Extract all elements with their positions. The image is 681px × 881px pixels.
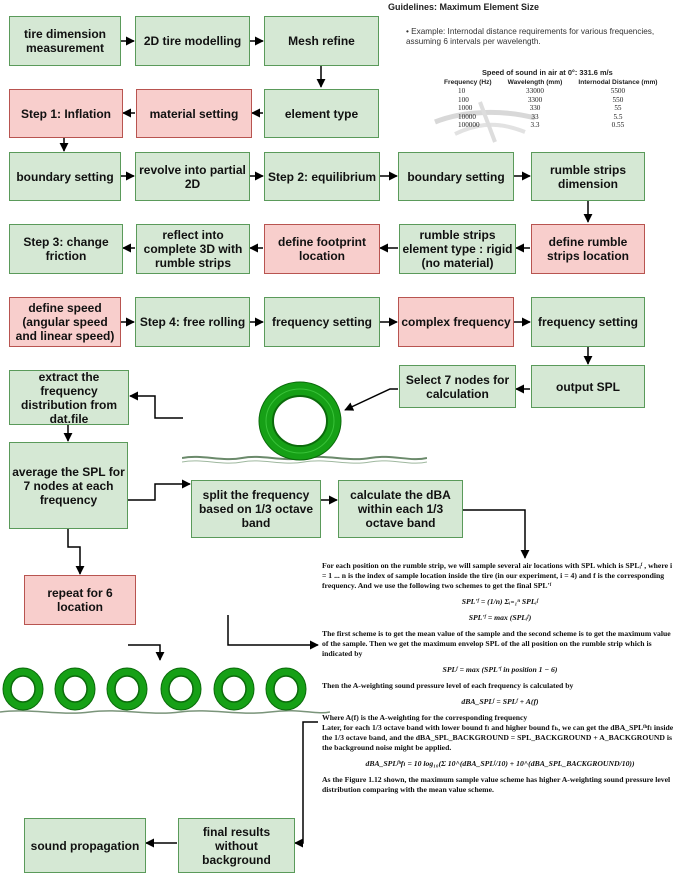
node-split: split the frequency based on 1/3 octave … (191, 480, 321, 538)
equation-octave-band: dBA_SPLᶠʰfₗ = 10 log₁₀(Σ 10^(dBA_SPLᶠ/10… (365, 759, 635, 768)
table-cell: 0.55 (611, 121, 625, 130)
node-output-spl: output SPL (531, 365, 645, 408)
tire-model-image (182, 381, 427, 464)
equation-a-weighting: dBA_SPLᶠ = SPLᶠ + A(f) (461, 697, 539, 706)
tire-positions-image (0, 667, 330, 714)
edge-tire-extract (129, 391, 183, 419)
notes-paragraph: The first scheme is to get the mean valu… (322, 629, 671, 658)
edge-select-tire (344, 388, 398, 411)
table-header: Wavelength (mm) (507, 79, 563, 86)
edge-average-repeat (67, 529, 85, 575)
node-material-setting: material setting (136, 89, 252, 138)
node-tire-modelling: 2D tire modelling (135, 16, 250, 66)
table-row: 100000 3.3 0.55 (436, 121, 666, 130)
node-dba: calculate the dBA within each 1/3 octave… (338, 480, 463, 538)
table-cell: 330 (529, 104, 541, 113)
table-cell: 1000 (458, 104, 473, 113)
edge-repeat-notes (227, 615, 319, 650)
table-header: Frequency (Hz) (444, 79, 492, 86)
edge-repeat-row (128, 644, 165, 661)
guidelines-speed: Speed of sound in air at 0°: 331.6 m/s (482, 68, 613, 77)
table-cell: 55 (614, 104, 622, 113)
node-step1: Step 1: Inflation (9, 89, 123, 138)
node-step4: Step 4: free rolling (135, 297, 250, 347)
node-repeat: repeat for 6 location (24, 575, 136, 625)
equation-mean: SPL'ᶠ = (1/n) Σᵢ₌₁ⁿ SPLᵢᶠ (461, 597, 539, 606)
table-row: 10 33000 5500 (436, 87, 666, 96)
node-step2: Step 2: equilibrium (264, 152, 380, 201)
notes-paragraph: Later, for each 1/3 octave band with low… (322, 723, 674, 752)
node-sound-propagation: sound propagation (24, 818, 146, 873)
equation-max: SPL'ᶠ = max (SPLᵢᶠ) (468, 613, 532, 622)
node-frequency-setting-1: frequency setting (264, 297, 380, 347)
table-cell: 10 (458, 87, 466, 95)
node-boundary-setting-2: boundary setting (398, 152, 514, 201)
table-cell: 33000 (526, 87, 544, 95)
table-cell: 100 (458, 95, 469, 104)
table-cell: 5500 (610, 87, 626, 95)
table-cell: 550 (612, 95, 624, 104)
table-cell: 3.3 (530, 121, 540, 130)
node-select-nodes: Select 7 nodes for calculation (399, 365, 516, 408)
node-boundary-setting-1: boundary setting (9, 152, 121, 201)
equation-envelope: SPLᶠ = max (SPL'ᶠ in position 1 − 6) (442, 665, 558, 674)
node-revolve: revolve into partial 2D (135, 152, 250, 201)
table-cell: 3300 (527, 95, 543, 104)
watermark-logo (434, 101, 536, 143)
table-cell: 10000 (458, 112, 476, 121)
edge-average-split (128, 479, 191, 501)
guidelines-example-text: Example: Internodal distance requirement… (406, 27, 655, 46)
table-cell: 100000 (458, 121, 480, 130)
node-rumble-location: define rumble strips location (531, 224, 645, 274)
notes-paragraph: Then the A-weighting sound pressure leve… (322, 681, 574, 690)
node-footprint: define footprint location (264, 224, 380, 274)
node-reflect: reflect into complete 3D with rumble str… (136, 224, 250, 274)
guidelines-title: Guidelines: Maximum Element Size (388, 2, 540, 12)
node-final-results: final results without background (178, 818, 295, 873)
guidelines-example: • Example: Internodal distance requireme… (406, 27, 655, 46)
node-mesh-refine: Mesh refine (264, 16, 379, 66)
node-define-speed: define speed (angular speed and linear s… (9, 297, 121, 347)
node-step3: Step 3: change friction (9, 224, 123, 274)
node-complex-frequency: complex frequency (398, 297, 514, 347)
node-frequency-setting-2: frequency setting (531, 297, 645, 347)
node-average: average the SPL for 7 nodes at each freq… (9, 442, 128, 529)
table-cell: 5.5 (613, 112, 623, 121)
node-rumble-element: rumble strips element type : rigid (no m… (399, 224, 516, 274)
notes-paragraph: For each position on the rumble strip, w… (322, 561, 673, 590)
method-notes: For each position on the rumble strip, w… (322, 561, 678, 795)
table-row: 100 3300 550 (436, 96, 666, 105)
table-header: Internodal Distance (mm) (578, 79, 658, 86)
notes-paragraph: As the Figure 1.12 shown, the maximum sa… (322, 775, 671, 794)
guidelines-table: Frequency (Hz) Wavelength (mm) Internoda… (436, 79, 666, 130)
notes-paragraph: Where A(f) is the A-weighting for the co… (322, 713, 528, 722)
table-row: 10000 33 5.5 (436, 113, 666, 122)
table-cell: 33 (531, 112, 539, 121)
edge-notes-final (294, 721, 318, 848)
edge-dba-notes (463, 509, 530, 559)
node-extract: extract the frequency distribution from … (9, 370, 129, 426)
node-rumble-dimension: rumble strips dimension (531, 152, 645, 201)
node-element-type: element type (264, 89, 379, 138)
node-tire-measurement: tire dimension measurement (9, 16, 121, 66)
table-row: 1000 330 55 (436, 104, 666, 113)
